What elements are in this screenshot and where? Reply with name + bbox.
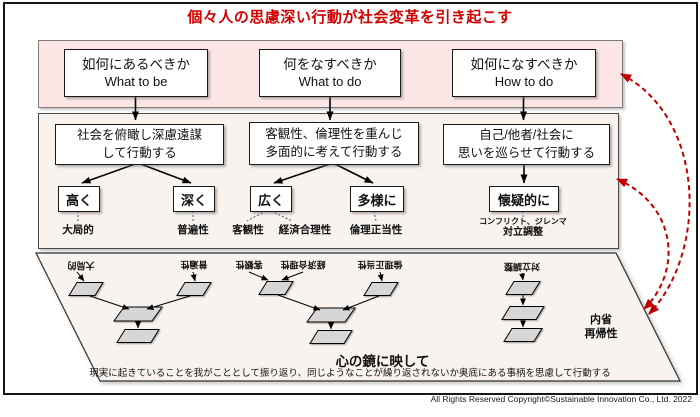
mirror-caption-body: 現実に起きていることを我がこととして振り返り、同じようなことが繰り返されないか奥… — [89, 368, 611, 379]
how-to-do-box: 如何になすべきか How to do — [452, 49, 596, 97]
action-box-overview-line1: 社会を俯瞰し深慮遠謀 — [76, 127, 202, 142]
what-to-be-box: 如何にあるべきか What to be — [64, 49, 208, 97]
how-to-do-jp: 如何になすべきか — [470, 56, 578, 72]
flow-arrows-top — [132, 95, 527, 121]
feedback-arrow-middle — [616, 178, 670, 310]
mirror-flow-shapes — [68, 281, 545, 344]
action-box-overview: 社会を俯瞰し深慮遠謀 して行動する — [55, 124, 224, 165]
action-box-reflection-line1: 自己/他者/社会に — [479, 127, 574, 142]
action-box-objectivity: 客観性、倫理性を重んじ 多面的に考えて行動する — [249, 122, 419, 165]
action-box-objectivity-line2: 多面的に考えて行動する — [265, 144, 403, 159]
keyword-diverse-label: 多様に — [357, 192, 397, 208]
value-label-economic-rationality: 経済合理性 — [278, 224, 332, 236]
reflected-label-conflict-adjustment: 対立調整 — [503, 261, 541, 272]
action-box-reflection-line2: 思いを巡らせて行動する — [457, 145, 596, 160]
action-box-reflection: 自己/他者/社会に 思いを巡らせて行動する — [443, 124, 610, 165]
reflected-label-objectivity: 客観性 — [235, 259, 263, 270]
keyword-deep-label: 深く — [180, 192, 207, 208]
what-to-do-en: What to do — [298, 73, 362, 89]
conflict-label-line1: コンフリクト、ジレンマ — [479, 217, 567, 226]
mirror-caption-title: 心の鏡に映して — [335, 354, 430, 369]
mirror-flow-arrows — [76, 271, 526, 330]
reflected-label-macro: 大局的 — [67, 260, 95, 271]
introspection-note-line1: 内省 — [590, 314, 612, 326]
copyright-notice: All Rights Reserved Copyright©Sustainabl… — [430, 394, 692, 404]
what-to-do-jp: 何をなすべきか — [283, 56, 377, 72]
what-to-be-en: What to be — [104, 73, 168, 89]
keyword-box-high: 高く — [58, 186, 100, 212]
reflected-label-economic-rationality: 経済合理性 — [280, 259, 326, 270]
reflected-label-ethical-legitimacy: 倫理正当性 — [357, 259, 403, 270]
keyword-high-label: 高く — [65, 192, 92, 208]
action-box-overview-line2: して行動する — [102, 145, 177, 160]
what-to-do-box: 何をなすべきか What to do — [259, 49, 401, 97]
diagram-title: 個々人の思慮深い行動が社会変革を引き起こす — [187, 9, 513, 26]
how-to-do-en: How to do — [494, 73, 554, 89]
keyword-box-skeptical: 懐疑的に — [489, 186, 559, 212]
dashed-connectors — [77, 210, 524, 222]
feedback-arrow-top — [620, 73, 691, 315]
conflict-label: コンフリクト、ジレンマ 対立調整 — [458, 217, 588, 238]
value-label-macro: 大局的 — [62, 224, 94, 236]
flow-arrows-keywords — [81, 162, 528, 184]
action-box-objectivity-line1: 客観性、倫理性を重んじ — [265, 126, 403, 141]
feedback-arrows — [616, 73, 691, 315]
introspection-note: 内省 再帰性 — [566, 314, 636, 342]
keyword-skeptical-label: 懐疑的に — [497, 192, 550, 208]
value-label-objectivity: 客観性 — [232, 224, 264, 236]
introspection-note-line2: 再帰性 — [584, 327, 618, 340]
keyword-box-deep: 深く — [173, 186, 215, 212]
keyword-box-wide: 広く — [250, 186, 292, 212]
conflict-label-line2: 対立調整 — [503, 226, 543, 238]
what-to-be-jp: 如何にあるべきか — [82, 56, 190, 72]
value-label-ethical-legitimacy: 倫理正当性 — [349, 224, 403, 236]
reflected-label-universality: 普遍性 — [180, 259, 208, 270]
keyword-box-diverse: 多様に — [350, 186, 404, 212]
keyword-wide-label: 広く — [257, 192, 284, 208]
value-label-universality: 普遍性 — [177, 224, 209, 236]
